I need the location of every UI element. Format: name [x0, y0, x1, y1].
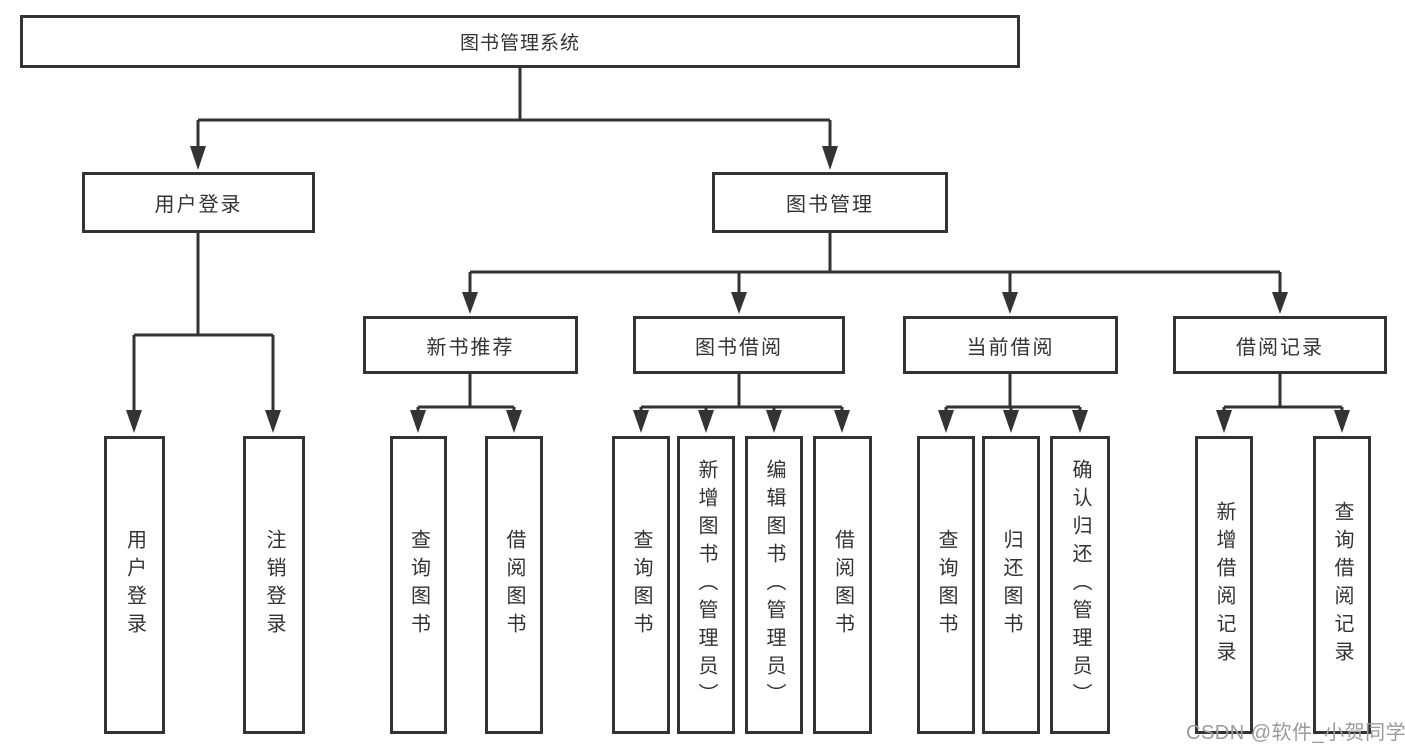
- leaf-user-login-label: 用户登录: [123, 529, 146, 641]
- leaf-recommend-borrow-books-label: 借阅图书: [503, 529, 525, 641]
- leaf-confirm-return-admin: 确认归还（管理员）: [1050, 436, 1110, 734]
- node-current-borrow-label: 当前借阅: [966, 336, 1055, 359]
- node-borrow-records-label: 借阅记录: [1236, 336, 1324, 359]
- leaf-recommend-query-books: 查询图书: [390, 436, 447, 734]
- node-user-login-label: 用户登录: [154, 194, 243, 216]
- node-book-borrow-label: 图书借阅: [695, 336, 783, 359]
- arrowheads: [126, 146, 1350, 433]
- node-book-borrow: 图书借阅: [633, 316, 845, 374]
- node-root-system-label: 图书管理系统: [459, 33, 580, 54]
- leaf-recommend-borrow-books: 借阅图书: [485, 436, 543, 734]
- leaf-query-borrow-record: 查询借阅记录: [1313, 436, 1371, 734]
- node-user-login: 用户登录: [82, 172, 315, 233]
- node-book-management-label: 图书管理: [786, 194, 874, 216]
- leaf-logout-label: 注销登录: [263, 529, 285, 641]
- leaf-add-books-admin-label: 新增图书（管理员）: [695, 459, 717, 711]
- node-book-management: 图书管理: [712, 172, 948, 233]
- leaf-add-books-admin: 新增图书（管理员）: [677, 436, 735, 734]
- leaf-current-query-books-label: 查询图书: [935, 529, 957, 641]
- leaf-return-books-label: 归还图书: [1000, 529, 1022, 641]
- node-new-book-recommend-label: 新书推荐: [426, 336, 515, 359]
- leaf-current-query-books: 查询图书: [917, 436, 975, 734]
- csdn-watermark: CSDN @软件_小贺同学: [1186, 722, 1405, 744]
- leaf-query-borrow-record-label: 查询借阅记录: [1331, 501, 1353, 669]
- node-current-borrow: 当前借阅: [903, 316, 1118, 374]
- leaf-logout: 注销登录: [243, 436, 305, 734]
- leaf-borrow-query-books: 查询图书: [612, 436, 670, 734]
- leaf-borrow-query-books-label: 查询图书: [630, 529, 652, 641]
- leaf-user-login: 用户登录: [104, 436, 165, 734]
- leaf-add-borrow-record: 新增借阅记录: [1195, 436, 1253, 734]
- leaf-add-borrow-record-label: 新增借阅记录: [1213, 501, 1235, 669]
- leaf-edit-books-admin-label: 编辑图书（管理员）: [763, 459, 785, 711]
- node-new-book-recommend: 新书推荐: [363, 316, 578, 374]
- node-root-system: 图书管理系统: [20, 15, 1020, 68]
- leaf-return-books: 归还图书: [982, 436, 1040, 734]
- leaf-edit-books-admin: 编辑图书（管理员）: [745, 436, 803, 734]
- leaf-confirm-return-admin-label: 确认归还（管理员）: [1069, 459, 1091, 711]
- leaf-borrow-books: 借阅图书: [813, 436, 872, 734]
- node-borrow-records: 借阅记录: [1173, 316, 1387, 374]
- leaf-borrow-books-label: 借阅图书: [831, 529, 854, 641]
- leaf-recommend-query-books-label: 查询图书: [407, 529, 430, 641]
